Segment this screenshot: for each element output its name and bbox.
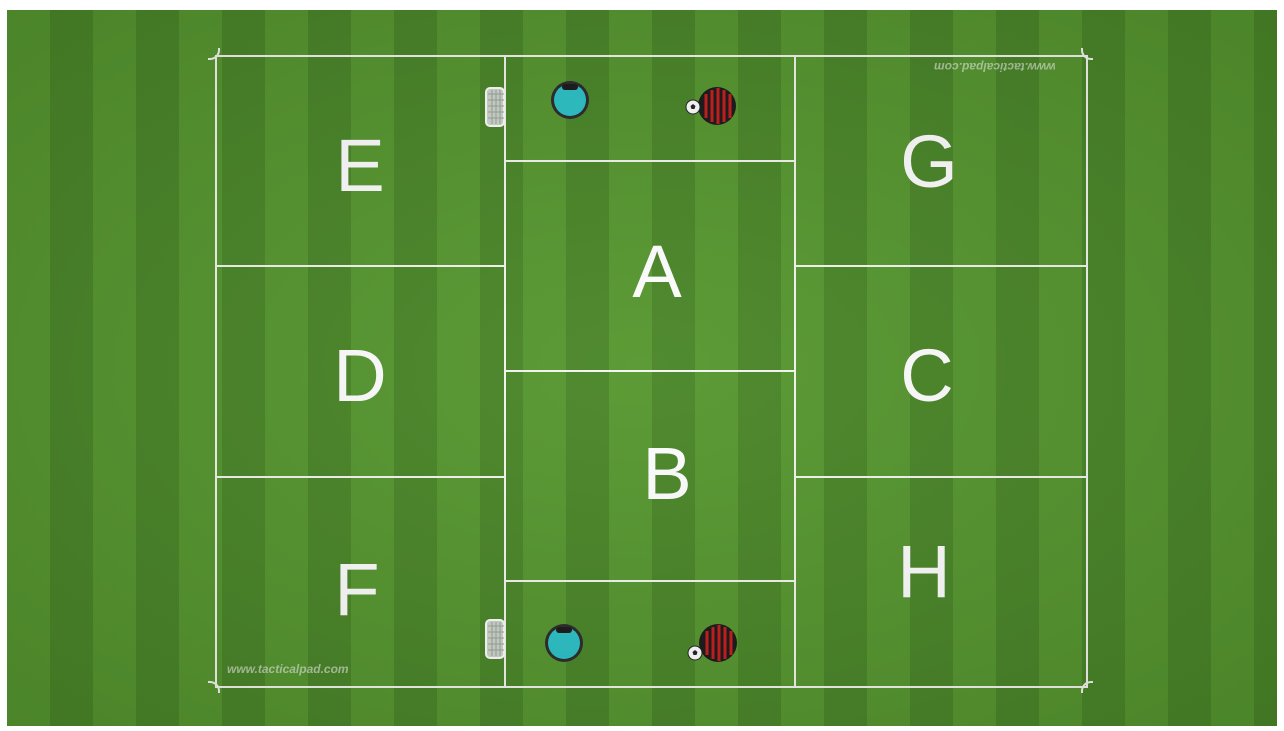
zone-label-a: A [632, 235, 681, 309]
outer-top-line [215, 55, 1088, 57]
corner-arc-top-left [208, 48, 220, 60]
zone-label-e: E [335, 129, 384, 203]
player-redblack-icon[interactable] [697, 86, 737, 126]
zone-label-d: D [333, 339, 386, 413]
zone-label-f: F [334, 553, 379, 627]
pitch: E D F A B G C H www.tacticalpad.com www.… [7, 10, 1277, 726]
outer-left-line [215, 55, 217, 688]
player-redblack-icon[interactable] [698, 623, 738, 663]
corner-arc-bottom-right [1081, 681, 1093, 693]
corner-arc-top-right [1081, 48, 1093, 60]
watermark-bottom: www.tacticalpad.com [227, 662, 349, 676]
corner-arc-bottom-left [208, 681, 220, 693]
zone-label-g: G [900, 125, 958, 199]
zone-label-b: B [642, 437, 691, 511]
right-column-line-2 [794, 476, 1088, 478]
zone-label-h: H [897, 535, 950, 609]
left-column-line-2 [215, 476, 506, 478]
right-column-line-1 [794, 265, 1088, 267]
center-line-1 [504, 160, 796, 162]
player-cyan-icon[interactable] [544, 623, 584, 663]
center-line-3 [504, 580, 796, 582]
center-line-2 [504, 370, 796, 372]
outer-bottom-line [215, 686, 1088, 688]
ball-icon[interactable] [685, 99, 701, 115]
left-column-line-1 [215, 265, 506, 267]
watermark-top: www.tacticalpad.com [934, 60, 1056, 74]
outer-right-line [1086, 55, 1088, 688]
goal-icon [484, 86, 506, 128]
goal-icon [484, 618, 506, 660]
ball-icon[interactable] [687, 645, 703, 661]
zone-label-c: C [900, 339, 953, 413]
player-cyan-icon[interactable] [550, 80, 590, 120]
